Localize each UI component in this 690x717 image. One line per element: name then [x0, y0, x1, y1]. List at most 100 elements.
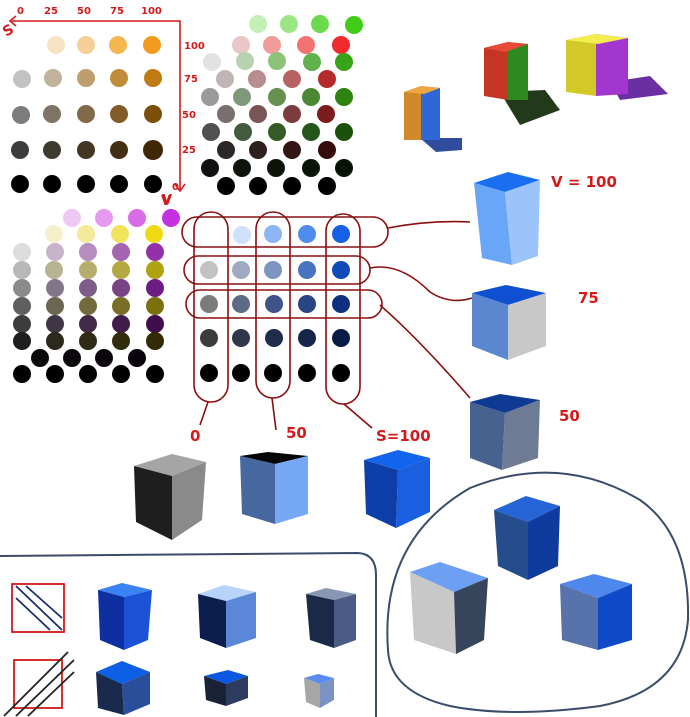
panel-cube	[96, 672, 124, 715]
swatch	[236, 52, 254, 70]
swatch	[345, 16, 363, 34]
swatch	[143, 140, 163, 160]
panel-cube	[198, 585, 256, 601]
label-s100: S=100	[376, 427, 431, 445]
cluster-cube	[560, 584, 598, 650]
cluster-cube	[560, 574, 632, 598]
grid-sv-orange-dots	[11, 36, 163, 193]
swatch	[203, 53, 221, 71]
connector-s0	[199, 401, 209, 426]
label-v50: 50	[559, 407, 580, 425]
swatch	[201, 159, 219, 177]
swatch	[298, 364, 316, 382]
label-v75: 75	[578, 289, 599, 307]
swatch	[146, 365, 164, 383]
loop-s50	[255, 211, 291, 399]
swatch	[297, 36, 315, 54]
swatch	[112, 279, 130, 297]
swatch	[249, 15, 267, 33]
swatch	[63, 349, 81, 367]
swatch	[79, 365, 97, 383]
panel-cube	[226, 676, 248, 706]
loop-v75	[183, 255, 371, 285]
swatch	[110, 69, 128, 87]
label-v100: V = 100	[551, 173, 617, 191]
cube-s0-top	[134, 454, 206, 476]
swatch	[144, 105, 162, 123]
bottom-left-panel	[0, 551, 377, 717]
swatch	[318, 141, 336, 159]
cube-v75-top	[472, 285, 546, 305]
swatch	[335, 88, 353, 106]
swatch	[249, 177, 267, 195]
cluster-cube	[494, 496, 560, 522]
grid-sv-purple: V	[13, 193, 180, 383]
swatch	[146, 243, 164, 261]
swatch	[283, 141, 301, 159]
swatch	[263, 36, 281, 54]
grid-sv-green	[201, 15, 363, 195]
panel-cube	[122, 672, 150, 715]
panel-cube	[304, 678, 320, 708]
swatch	[232, 36, 250, 54]
panel-cube	[204, 676, 226, 706]
swatch	[110, 105, 128, 123]
loop-s0	[193, 211, 229, 403]
swatch	[264, 364, 282, 382]
swatch	[298, 261, 316, 279]
swatch	[112, 243, 130, 261]
s-axis-arrow	[8, 15, 186, 193]
cube-v50-top	[470, 394, 540, 413]
swatch	[79, 332, 97, 350]
v-tick-100: 100	[184, 41, 205, 52]
swatch	[233, 159, 251, 177]
swatch	[110, 175, 128, 193]
s-tick-25: 25	[44, 6, 58, 17]
panel-cube	[124, 590, 152, 650]
cube-v50-right	[502, 400, 540, 470]
grid-sv-orange: S 0 25 50 75 100 100 75 50 25 0 V	[0, 6, 205, 209]
swatch	[43, 105, 61, 123]
swatch	[144, 69, 162, 87]
cube-s0-left	[134, 466, 172, 540]
swatch	[45, 261, 63, 279]
swatch	[298, 225, 316, 243]
swatch	[13, 261, 31, 279]
cube-face	[484, 42, 508, 100]
swatch	[112, 365, 130, 383]
value-cubes: V = 100 75 50	[470, 172, 617, 470]
v-tick-50: 50	[182, 110, 196, 121]
swatch	[283, 177, 301, 195]
bottom-right-panel	[386, 471, 690, 713]
swatch	[302, 159, 320, 177]
swatch	[79, 279, 97, 297]
cube-s50-right	[275, 456, 308, 524]
panel-cube	[306, 588, 356, 600]
panel-cube	[198, 594, 226, 648]
panel-cube	[204, 670, 248, 684]
swatch	[332, 295, 350, 313]
swatch	[318, 177, 336, 195]
cube-s100-left	[364, 460, 398, 528]
swatch	[77, 105, 95, 123]
swatch	[146, 315, 164, 333]
swatch	[232, 295, 250, 313]
swatch	[46, 315, 64, 333]
cube-v100-top	[474, 172, 540, 192]
swatch	[332, 329, 350, 347]
grid-sv-blue: 0 50 S=100	[181, 211, 473, 445]
swatch	[200, 261, 218, 279]
swatch	[264, 261, 282, 279]
panel-cube	[320, 678, 334, 708]
cube-s50-left	[240, 456, 275, 524]
saturation-cubes	[134, 450, 430, 540]
cluster-cube	[494, 510, 528, 580]
swatch	[46, 297, 64, 315]
swatch	[248, 70, 266, 88]
swatch	[13, 243, 31, 261]
swatch	[268, 88, 286, 106]
v-tick-0: 0	[172, 182, 179, 193]
swatch	[13, 315, 31, 333]
swatch	[202, 123, 220, 141]
swatch	[332, 225, 350, 243]
